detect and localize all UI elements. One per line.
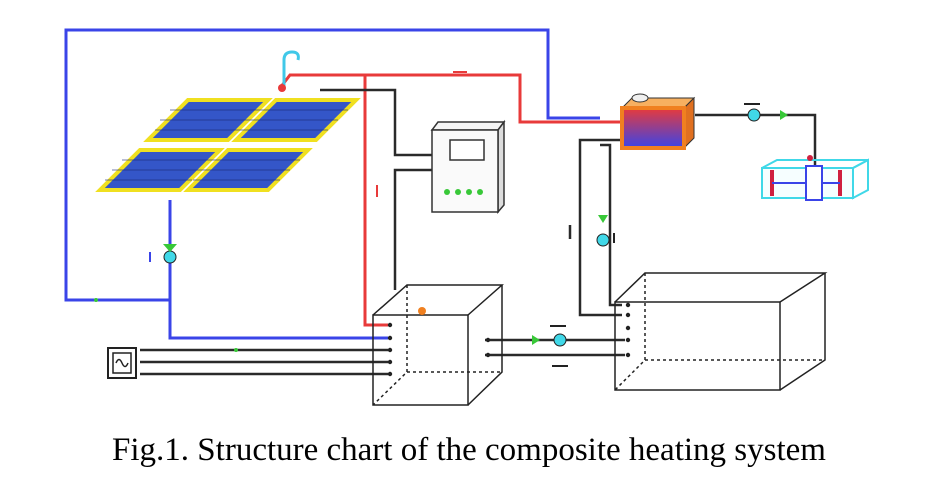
- vent-icon: [282, 50, 300, 86]
- auxiliary-heater: [620, 93, 696, 150]
- sensor-icon: [278, 84, 286, 92]
- pump-valves: [94, 103, 813, 367]
- controller-indicator-light: [455, 189, 461, 195]
- controller-indicator-light: [477, 189, 483, 195]
- figure-caption: Fig.1. Structure chart of the composite …: [112, 432, 826, 468]
- power-source-icon: [107, 347, 137, 379]
- heating-system-diagram: [64, 28, 869, 406]
- radiator-pump-icon: [744, 103, 788, 122]
- tank-sensor-icon: [418, 307, 426, 315]
- collector-pump-icon: [149, 226, 177, 272]
- controller-unit: [430, 119, 506, 215]
- solar-collector-array: [95, 50, 361, 192]
- controller-indicator-light: [444, 189, 450, 195]
- supply-pipe-network: [278, 71, 622, 327]
- circulation-pump-icon: [532, 325, 568, 367]
- heat-storage-tank: [614, 272, 828, 391]
- control-lines: [140, 88, 817, 376]
- water-tank: [372, 284, 504, 406]
- controller-display: [449, 139, 485, 161]
- heater-pump-icon: [596, 215, 615, 247]
- controller-indicator-light: [466, 189, 472, 195]
- radiator: [761, 158, 869, 201]
